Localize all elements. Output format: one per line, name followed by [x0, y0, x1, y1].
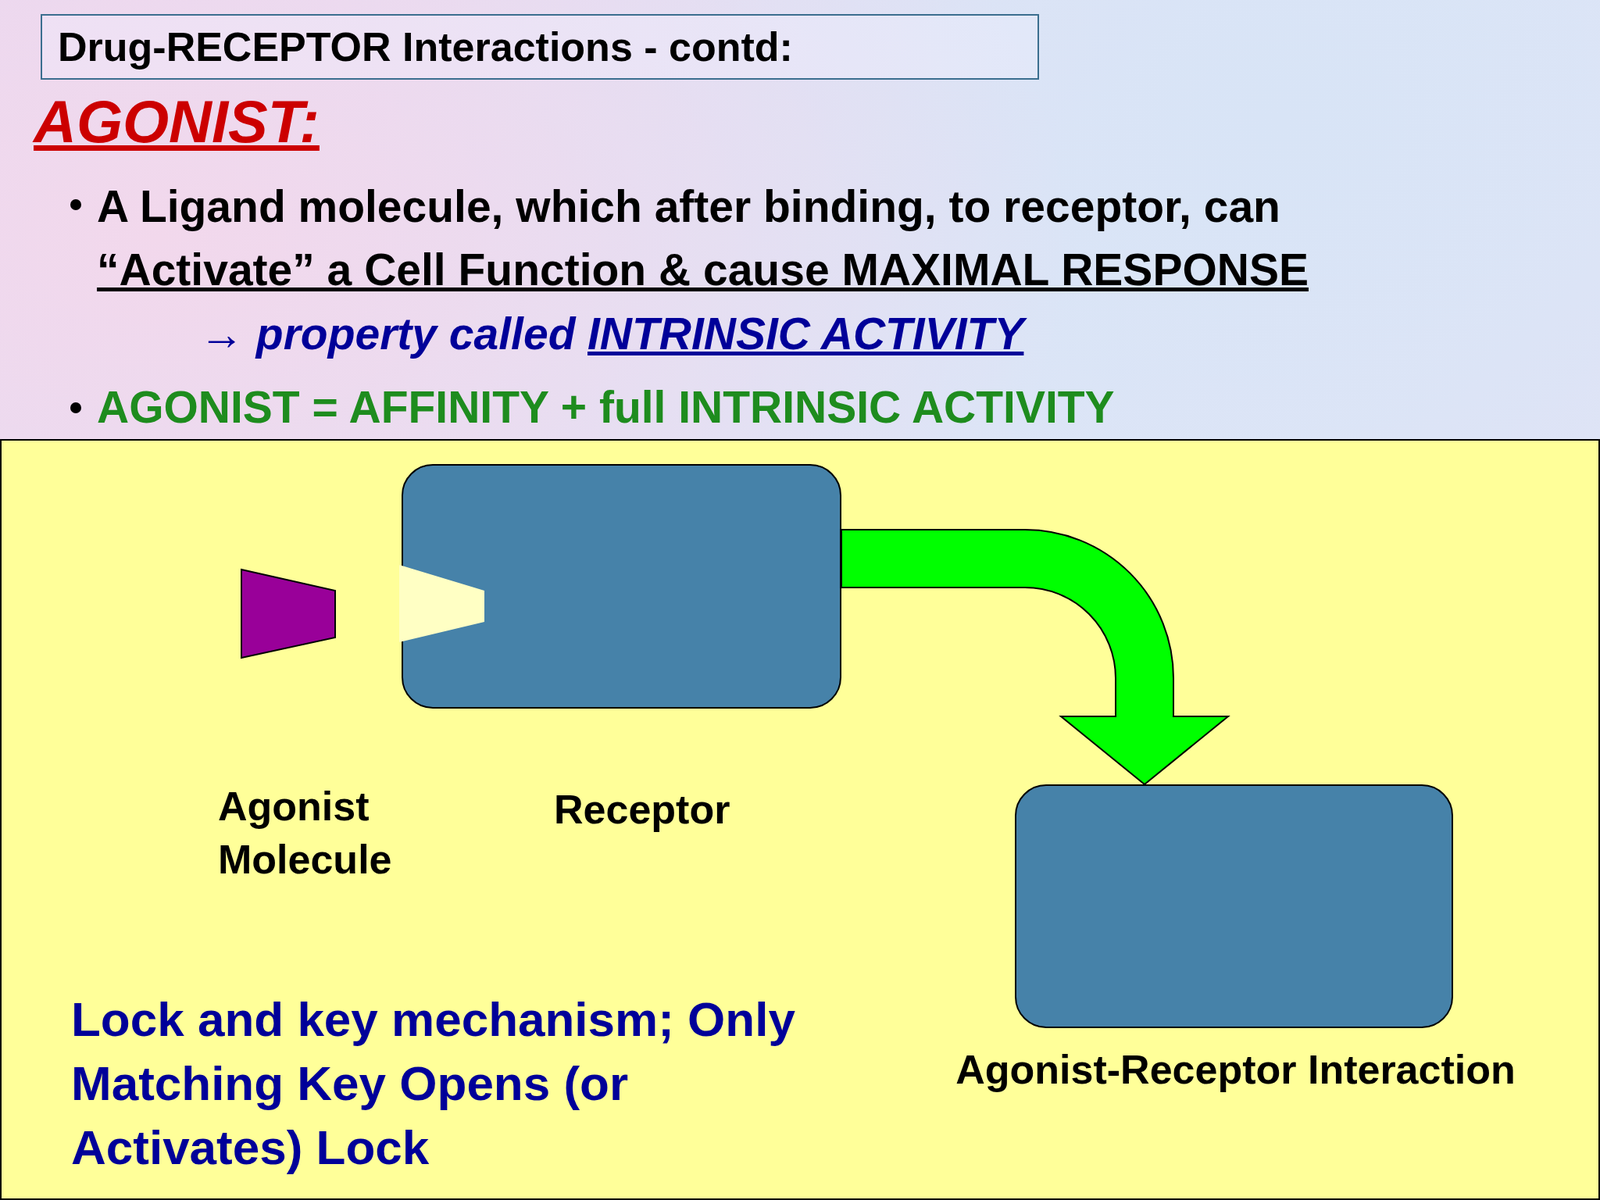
shape-caption: Receptor [553, 783, 730, 837]
shape-caption: Agonist Molecule [217, 780, 437, 886]
section-heading: AGONIST: [33, 92, 320, 152]
bullet-dot [70, 402, 82, 414]
title-box: Drug-RECEPTOR Interactions - contd: [40, 14, 1040, 80]
block-arrow [841, 529, 1229, 785]
bullet-text: “Activate” a Cell Function & cause MAXIM… [96, 247, 1309, 293]
note-text: → property called [199, 311, 575, 357]
shape-caption: Agonist-Receptor Interaction [938, 1040, 1533, 1100]
equation-text: AGONIST = AFFINITY + full INTRINSIC ACTI… [96, 385, 1115, 430]
complex-box: Agonist-Receptor Interaction [1014, 784, 1454, 1029]
bullet-text: A Ligand molecule, which after binding, … [96, 184, 1281, 229]
note-text: Lock and key mechanism; Only Matching Ke… [71, 987, 853, 1179]
term-text: INTRINSIC ACTIVITY [587, 311, 1024, 357]
bullet-dot [70, 199, 82, 211]
yellow-panel: Lock and key mechanism; Only Matching Ke… [0, 439, 1600, 1200]
receptor-box: Receptor [401, 464, 842, 709]
shape-outline [241, 569, 336, 658]
agonist-molecule: Agonist Molecule [241, 569, 336, 658]
title-text: Drug-RECEPTOR Interactions - contd: [57, 26, 793, 68]
binding-notch [399, 564, 485, 643]
binding-site [401, 464, 410, 472]
trapezoid-shape [241, 569, 336, 658]
